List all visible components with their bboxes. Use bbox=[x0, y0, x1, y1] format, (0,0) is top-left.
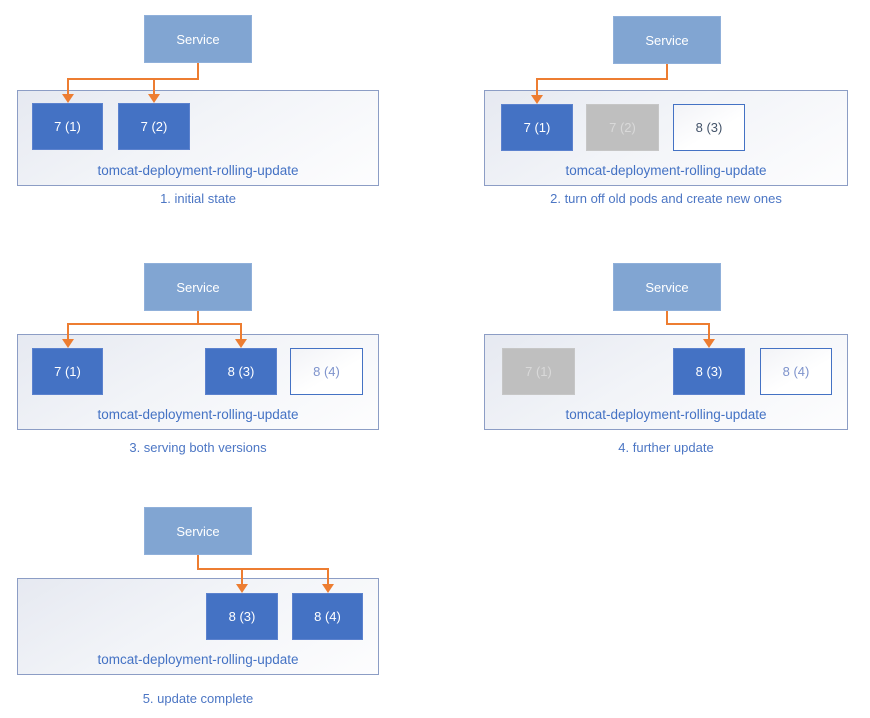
arrow-stem bbox=[666, 64, 668, 80]
arrow-branch bbox=[708, 323, 710, 340]
deployment-box: tomcat-deployment-rolling-update bbox=[17, 578, 379, 675]
pod-7-2: 7 (2) bbox=[118, 103, 190, 150]
pod-7-1: 7 (1) bbox=[32, 103, 103, 150]
pod-8-3: 8 (3) bbox=[205, 348, 277, 395]
pod-7-2: 7 (2) bbox=[586, 104, 659, 151]
arrow-elbow bbox=[536, 78, 668, 80]
arrow-branch bbox=[326, 568, 329, 585]
arrow-stem bbox=[197, 555, 199, 570]
arrow-branch bbox=[241, 568, 243, 585]
pod-8-3: 8 (3) bbox=[206, 593, 278, 640]
arrow-head-icon bbox=[236, 584, 248, 593]
arrow-stem bbox=[666, 311, 668, 325]
panel-caption: 5. update complete bbox=[142, 691, 254, 706]
arrow-head-icon bbox=[703, 339, 715, 348]
pod-7-1: 7 (1) bbox=[32, 348, 103, 395]
service-box: Service bbox=[144, 15, 252, 63]
arrow-head-icon bbox=[148, 94, 160, 103]
deployment-label: tomcat-deployment-rolling-update bbox=[565, 163, 767, 178]
deployment-box: tomcat-deployment-rolling-update bbox=[17, 334, 379, 430]
service-box: Service bbox=[613, 263, 721, 311]
arrow-branch bbox=[240, 323, 242, 340]
arrow-head-icon bbox=[235, 339, 247, 348]
service-box: Service bbox=[144, 263, 252, 311]
pod-8-4: 8 (4) bbox=[760, 348, 832, 395]
pod-7-1: 7 (1) bbox=[501, 104, 573, 151]
pod-8-4: 8 (4) bbox=[292, 593, 363, 640]
pod-7-1: 7 (1) bbox=[502, 348, 575, 395]
pod-8-3: 8 (3) bbox=[673, 104, 745, 151]
arrow-branch bbox=[153, 78, 155, 95]
pod-8-4: 8 (4) bbox=[290, 348, 363, 395]
deployment-label: tomcat-deployment-rolling-update bbox=[97, 652, 299, 667]
arrow-head-icon bbox=[61, 94, 74, 103]
deployment-box: tomcat-deployment-rolling-update bbox=[17, 90, 379, 186]
arrow-branch bbox=[66, 323, 69, 340]
arrow-elbow bbox=[66, 78, 199, 80]
arrow-head-icon bbox=[321, 584, 334, 593]
arrow-stem bbox=[197, 311, 199, 325]
pod-8-3: 8 (3) bbox=[673, 348, 745, 395]
deployment-box: tomcat-deployment-rolling-update bbox=[484, 334, 848, 430]
deployment-label: tomcat-deployment-rolling-update bbox=[565, 407, 767, 422]
deployment-label: tomcat-deployment-rolling-update bbox=[97, 163, 299, 178]
panel-caption: 4. further update bbox=[618, 440, 714, 455]
service-box: Service bbox=[144, 507, 252, 555]
panel-caption: 1. initial state bbox=[160, 191, 236, 206]
panel-caption: 3. serving both versions bbox=[129, 440, 267, 455]
arrow-elbow bbox=[666, 323, 710, 325]
panel-caption: 2. turn off old pods and create new ones bbox=[550, 191, 782, 206]
arrow-branch bbox=[536, 78, 538, 96]
deployment-box: tomcat-deployment-rolling-update bbox=[484, 90, 848, 186]
arrow-stem bbox=[197, 63, 199, 80]
arrow-elbow bbox=[66, 323, 242, 325]
arrow-head-icon bbox=[531, 95, 543, 104]
arrow-elbow bbox=[197, 568, 329, 570]
deployment-label: tomcat-deployment-rolling-update bbox=[97, 407, 299, 422]
service-box: Service bbox=[613, 16, 721, 64]
arrow-branch bbox=[66, 78, 69, 95]
arrow-head-icon bbox=[61, 339, 74, 348]
